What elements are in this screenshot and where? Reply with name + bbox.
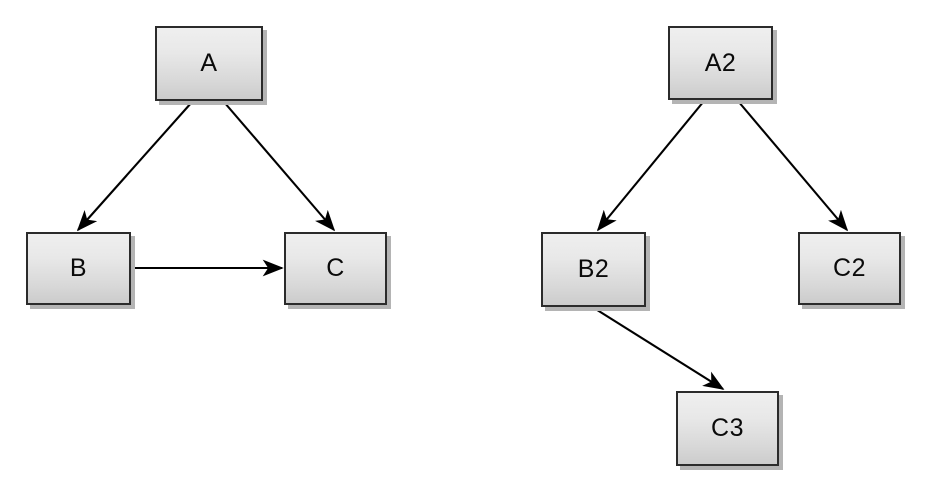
node-a[interactable]: A — [155, 26, 263, 101]
node-label-b2: B2 — [577, 255, 610, 283]
node-label-c3: C3 — [711, 414, 744, 442]
node-c3[interactable]: C3 — [676, 391, 779, 466]
edge-a2-to-b2 — [596, 100, 705, 232]
node-a2[interactable]: A2 — [668, 26, 773, 100]
node-b[interactable]: B — [26, 232, 131, 305]
node-label-b: B — [69, 254, 88, 282]
edge-a-to-c — [223, 101, 336, 232]
node-label-c: C — [326, 254, 345, 282]
node-c[interactable]: C — [284, 232, 387, 305]
edge-b2-to-c3 — [593, 307, 725, 390]
node-b2[interactable]: B2 — [541, 232, 646, 307]
node-label-a2: A2 — [704, 48, 737, 77]
node-label-c2: C2 — [833, 254, 866, 282]
node-label-a: A — [200, 49, 218, 77]
edge-a-to-b — [76, 101, 193, 232]
node-c2[interactable]: C2 — [798, 232, 901, 305]
edge-a2-to-c2 — [737, 100, 849, 232]
